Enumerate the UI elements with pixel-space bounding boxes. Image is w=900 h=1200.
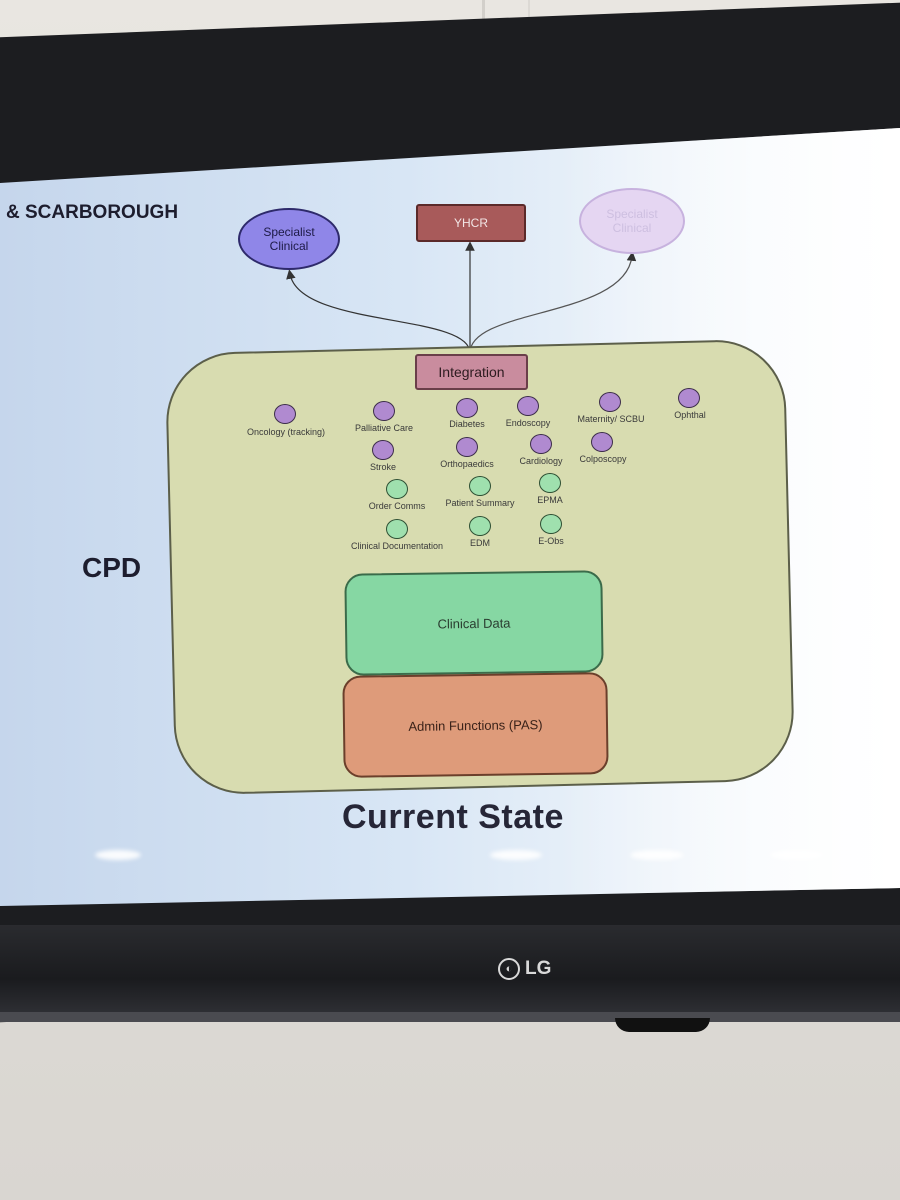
admin-functions-layer: Admin Functions (PAS)	[342, 672, 609, 778]
current-state-title: Current State	[342, 798, 564, 836]
ceiling-light-reflection-4	[770, 850, 824, 860]
module-node-palliative-care	[373, 401, 395, 421]
module-label-palliative-care: Palliative Care	[354, 423, 414, 433]
module-label-patient-summary: Patient Summary	[445, 498, 515, 508]
specialist-clinical-node-left: Specialist Clinical	[238, 208, 340, 270]
tv-brand-text: LG	[525, 958, 552, 979]
module-node-oncology	[274, 404, 296, 424]
module-label-maternity: Maternity/ SCBU	[577, 414, 645, 424]
slide-header-title: & SCARBOROUGH	[6, 202, 179, 223]
module-node-order-comms	[386, 479, 408, 499]
module-node-orthopaedics	[456, 437, 478, 457]
clinical-data-layer: Clinical Data	[344, 570, 604, 676]
integration-label-box: Integration	[415, 354, 528, 390]
arrow-to-specialist-right	[469, 251, 637, 354]
module-node-epma	[539, 473, 561, 493]
module-label-stroke: Stroke	[369, 462, 397, 472]
module-label-e-obs: E-Obs	[538, 536, 564, 546]
module-label-oncology: Oncology (tracking)	[246, 427, 326, 437]
connection-arrows	[286, 241, 637, 354]
module-node-cardiology	[530, 434, 552, 454]
ceiling-light-reflection-3	[630, 850, 684, 860]
module-label-ophthal: Ophthal	[674, 410, 706, 420]
module-node-colposcopy	[591, 432, 613, 452]
yhcr-node: YHCR	[416, 204, 526, 242]
specialist-clinical-left-label: Specialist Clinical	[263, 224, 315, 253]
ceiling-light-reflection-1	[95, 850, 141, 860]
specialist-clinical-right-label: Specialist Clinical	[606, 206, 658, 235]
cpd-side-label: CPD	[82, 552, 142, 583]
module-node-endoscopy	[517, 396, 539, 416]
module-label-edm: EDM	[470, 538, 490, 548]
yhcr-label: YHCR	[453, 216, 488, 230]
module-label-clinical-documentation: Clinical Documentation	[350, 541, 444, 551]
module-node-clinical-documentation	[386, 519, 408, 539]
module-label-cardiology: Cardiology	[519, 456, 563, 466]
tv-stand-foot	[615, 1018, 710, 1032]
projected-slide: & SCARBOROUGH Specialist Clinical YHCR S…	[0, 128, 900, 906]
module-label-orthopaedics: Orthopaedics	[440, 459, 494, 469]
module-label-order-comms: Order Comms	[368, 501, 426, 511]
module-label-endoscopy: Endoscopy	[505, 418, 551, 428]
tv-bottom-edge	[0, 1012, 900, 1022]
module-node-e-obs	[540, 514, 562, 534]
module-node-patient-summary	[469, 476, 491, 496]
lg-logo-icon: ◐	[498, 958, 520, 980]
module-node-stroke	[372, 440, 394, 460]
admin-functions-label: Admin Functions (PAS)	[408, 716, 543, 734]
integration-label: Integration	[438, 364, 505, 380]
module-label-diabetes: Diabetes	[449, 419, 485, 429]
module-node-edm	[469, 516, 491, 536]
ceiling-light-reflection-2	[490, 850, 542, 860]
module-node-diabetes	[456, 398, 478, 418]
tv-bottom-bezel	[0, 925, 900, 1015]
arrow-to-specialist-left	[286, 269, 471, 354]
specialist-clinical-node-right: Specialist Clinical	[579, 188, 685, 254]
tv-brand-logo: ◐ LG	[498, 958, 551, 980]
module-label-epma: EPMA	[537, 495, 563, 505]
module-node-maternity	[599, 392, 621, 412]
module-label-colposcopy: Colposcopy	[579, 454, 627, 464]
module-node-ophthal	[678, 388, 700, 408]
clinical-data-label: Clinical Data	[437, 614, 511, 632]
